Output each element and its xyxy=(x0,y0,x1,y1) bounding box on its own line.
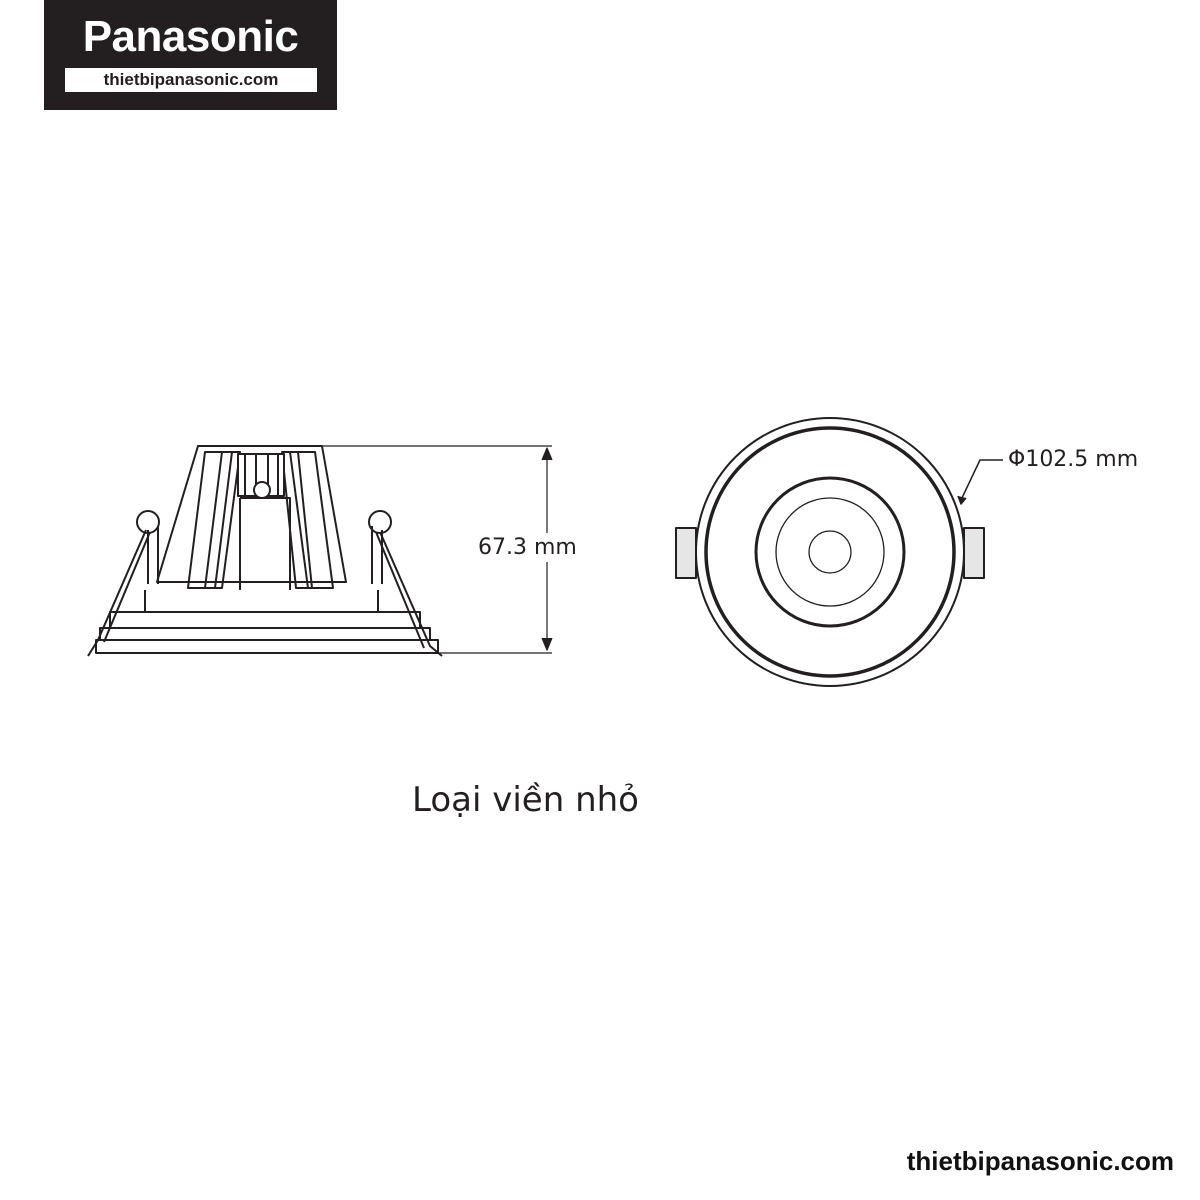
downlight-top-view xyxy=(675,417,985,687)
diameter-leader xyxy=(957,459,1003,505)
diameter-dimension-label: Φ102.5 mm xyxy=(1008,447,1139,472)
brand-logo: Panasonic thietbipanasonic.com xyxy=(44,0,337,110)
logo-url-text: thietbipanasonic.com xyxy=(65,68,317,92)
downlight-side-view xyxy=(87,445,443,657)
footer-website: thietbipanasonic.com xyxy=(906,1146,1174,1176)
drawing-caption: Loại viền nhỏ xyxy=(412,780,639,820)
logo-brand-text: Panasonic xyxy=(82,12,299,61)
height-dimension-label: 67.3 mm xyxy=(478,533,577,562)
